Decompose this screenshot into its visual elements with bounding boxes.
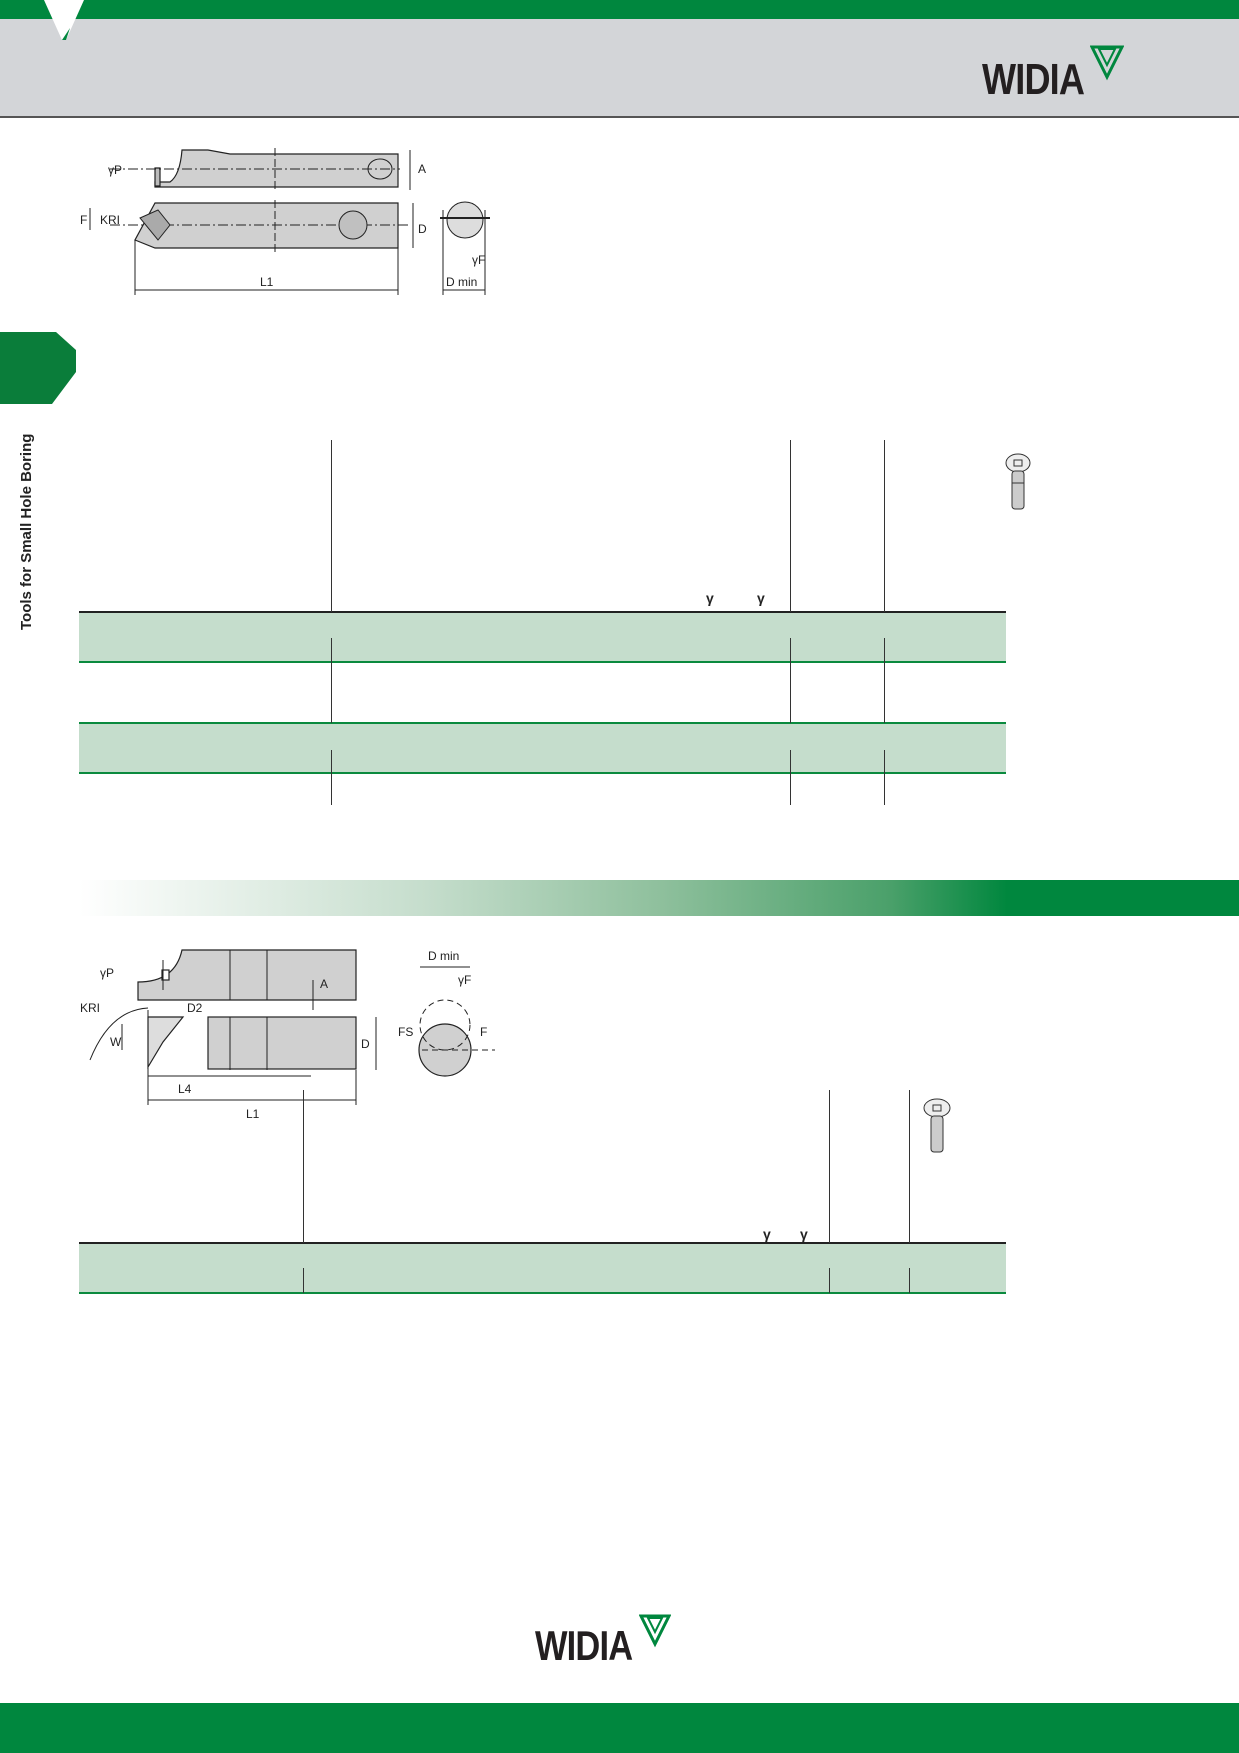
label-l4: L4 [178, 1082, 192, 1096]
label-gamma-p: γP [100, 966, 114, 980]
top-green-bar [0, 0, 1239, 19]
bottom-green-bar [0, 1703, 1239, 1753]
label-d: D [418, 222, 427, 236]
label-kri: KRI [80, 1001, 100, 1015]
header-mark: γ [757, 590, 765, 606]
label-a: A [418, 162, 426, 176]
widia-notch-icon [44, 0, 84, 40]
label-gamma-f: γF [472, 253, 485, 267]
label-gamma-p: γP [108, 163, 122, 177]
label-l1: L1 [260, 275, 274, 289]
section-tab [0, 332, 76, 404]
tool-drawing-1: γP A F KRI D L1 γF D min [80, 148, 490, 295]
product-table-2: γ γ [79, 1090, 1006, 1295]
tool-drawing-2: γP A KRI D2 W L4 L1 D D min γF FS F [80, 949, 495, 1121]
header-mark: γ [706, 590, 714, 606]
label-gamma-f: γF [458, 973, 471, 987]
table-row [79, 1243, 1006, 1293]
label-l1: L1 [246, 1107, 260, 1121]
label-w: W [110, 1035, 122, 1049]
page-header [0, 19, 1239, 118]
label-kri: KRI [100, 213, 120, 227]
label-d: D [361, 1037, 370, 1051]
label-d2: D2 [187, 1001, 203, 1015]
widia-triangles-icon [639, 1614, 671, 1648]
table-row [79, 612, 1006, 662]
section-label: Tools for Small Hole Boring [18, 433, 35, 630]
product-table-1: γ γ [79, 440, 1031, 805]
label-d-min: D min [428, 949, 459, 963]
table-row [79, 723, 1006, 773]
label-d-min: D min [446, 275, 477, 289]
header-mark: γ [763, 1226, 771, 1242]
label-a: A [320, 977, 328, 991]
label-f: F [480, 1025, 487, 1039]
torx-screw-icon [923, 1098, 951, 1153]
widia-triangles-icon [1090, 45, 1124, 81]
logo-text: WIDIA [535, 1622, 633, 1669]
torx-screw-icon [1005, 453, 1031, 510]
logo-text: WIDIA [982, 55, 1085, 104]
label-f: F [80, 213, 87, 227]
section-band [79, 880, 1239, 916]
header-mark: γ [800, 1226, 808, 1242]
label-fs: FS [398, 1025, 413, 1039]
